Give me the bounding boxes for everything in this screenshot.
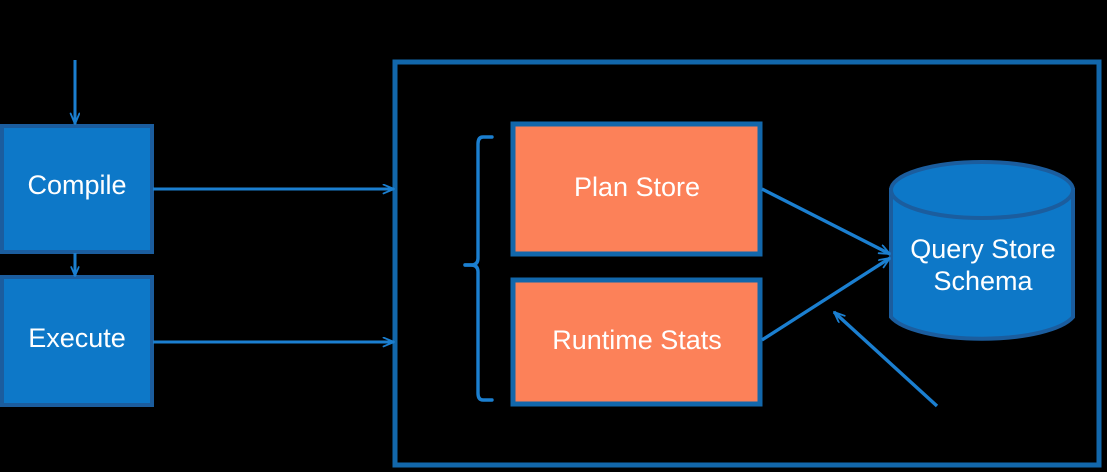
connector-runtime-stats-to-schema [761, 256, 891, 342]
cylinder-top [889, 160, 1075, 220]
connector-external-to-schema [832, 310, 939, 408]
connector-plan-store-to-schema [761, 187, 890, 256]
query-store-boundary [392, 59, 1102, 468]
query-store-schema-node[interactable] [889, 160, 1075, 341]
cylinder-body [889, 188, 1075, 341]
compile-node[interactable] [0, 124, 154, 254]
runtime-stats-node[interactable] [510, 277, 763, 407]
plan-store-node[interactable] [510, 121, 763, 257]
grouping-brace-icon [463, 135, 494, 402]
execute-node[interactable] [0, 275, 154, 407]
